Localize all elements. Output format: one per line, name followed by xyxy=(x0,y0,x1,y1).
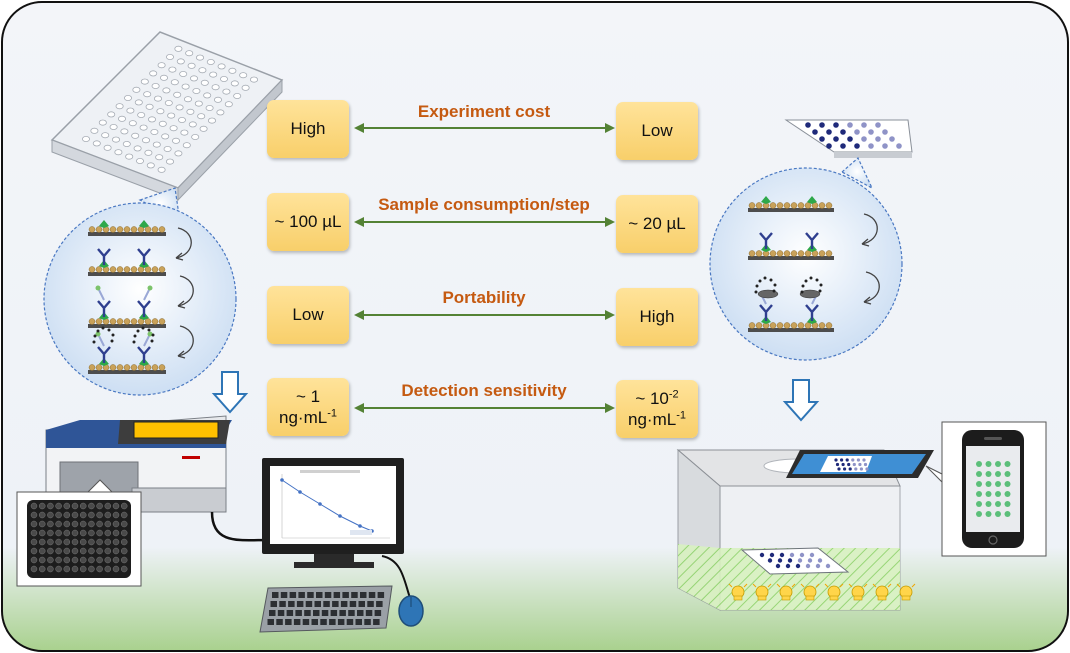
left-value-text: ~ 100 µL xyxy=(274,212,342,232)
plate-photo-callout xyxy=(16,479,142,587)
right-value-text: ~ 20 µL xyxy=(628,214,686,234)
right-value-text: Low xyxy=(641,121,673,141)
left-value-portability: Low xyxy=(267,286,349,344)
right-unit-sup: -1 xyxy=(676,409,686,422)
right-line1-sup: -2 xyxy=(668,388,679,401)
right-line1-base: ~ 10 xyxy=(635,388,669,408)
right-value-sample-consumption: ~ 20 µL xyxy=(616,195,698,253)
microplate-assay-bubble xyxy=(709,157,903,361)
left-unit-base: ng·mL xyxy=(279,408,328,427)
title-experiment-cost: Experiment cost xyxy=(417,102,551,121)
title-portability: Portability xyxy=(442,288,526,307)
computer-monitor-icon xyxy=(262,458,404,568)
left-value-sample-consumption: ~ 100 µL xyxy=(267,193,349,251)
keyboard-icon xyxy=(259,585,393,633)
down-arrow-right xyxy=(782,379,820,422)
right-value-text: High xyxy=(639,307,675,327)
elisa-assay-bubble xyxy=(43,187,237,396)
right-value-detection-sensitivity: ~ 10-2 ng·mL-1 xyxy=(616,380,698,438)
right-value-portability: High xyxy=(616,288,698,346)
left-unit-sup: -1 xyxy=(327,407,337,420)
mouse-cable xyxy=(381,555,411,599)
left-value-experiment-cost: High xyxy=(267,100,349,158)
left-value-text: Low xyxy=(292,305,324,325)
left-value-text: High xyxy=(290,119,326,139)
right-value-line1: ~ 10-2 xyxy=(635,388,678,409)
microplate-icon xyxy=(50,31,284,202)
mouse-icon xyxy=(398,595,424,627)
miniature-plate-icon xyxy=(784,119,913,158)
right-value-experiment-cost: Low xyxy=(616,102,698,160)
smartphone-icon xyxy=(962,430,1024,548)
comparison-arrows xyxy=(354,123,615,413)
left-value-line2: ng·mL-1 xyxy=(279,407,337,428)
smartphone-callout xyxy=(925,421,1047,557)
title-sample-consumption: Sample consumption/step xyxy=(378,195,590,214)
tablet-icon xyxy=(786,450,934,478)
down-arrow-left xyxy=(211,371,249,414)
title-detection-sensitivity: Detection sensitivity xyxy=(401,381,567,400)
right-unit-base: ng·mL xyxy=(628,410,677,429)
right-value-line2: ng·mL-1 xyxy=(628,409,686,430)
reader-cable xyxy=(210,511,269,542)
left-value-line1: ~ 1 xyxy=(295,386,321,406)
left-value-detection-sensitivity: ~ 1 ng·mL-1 xyxy=(267,378,349,436)
